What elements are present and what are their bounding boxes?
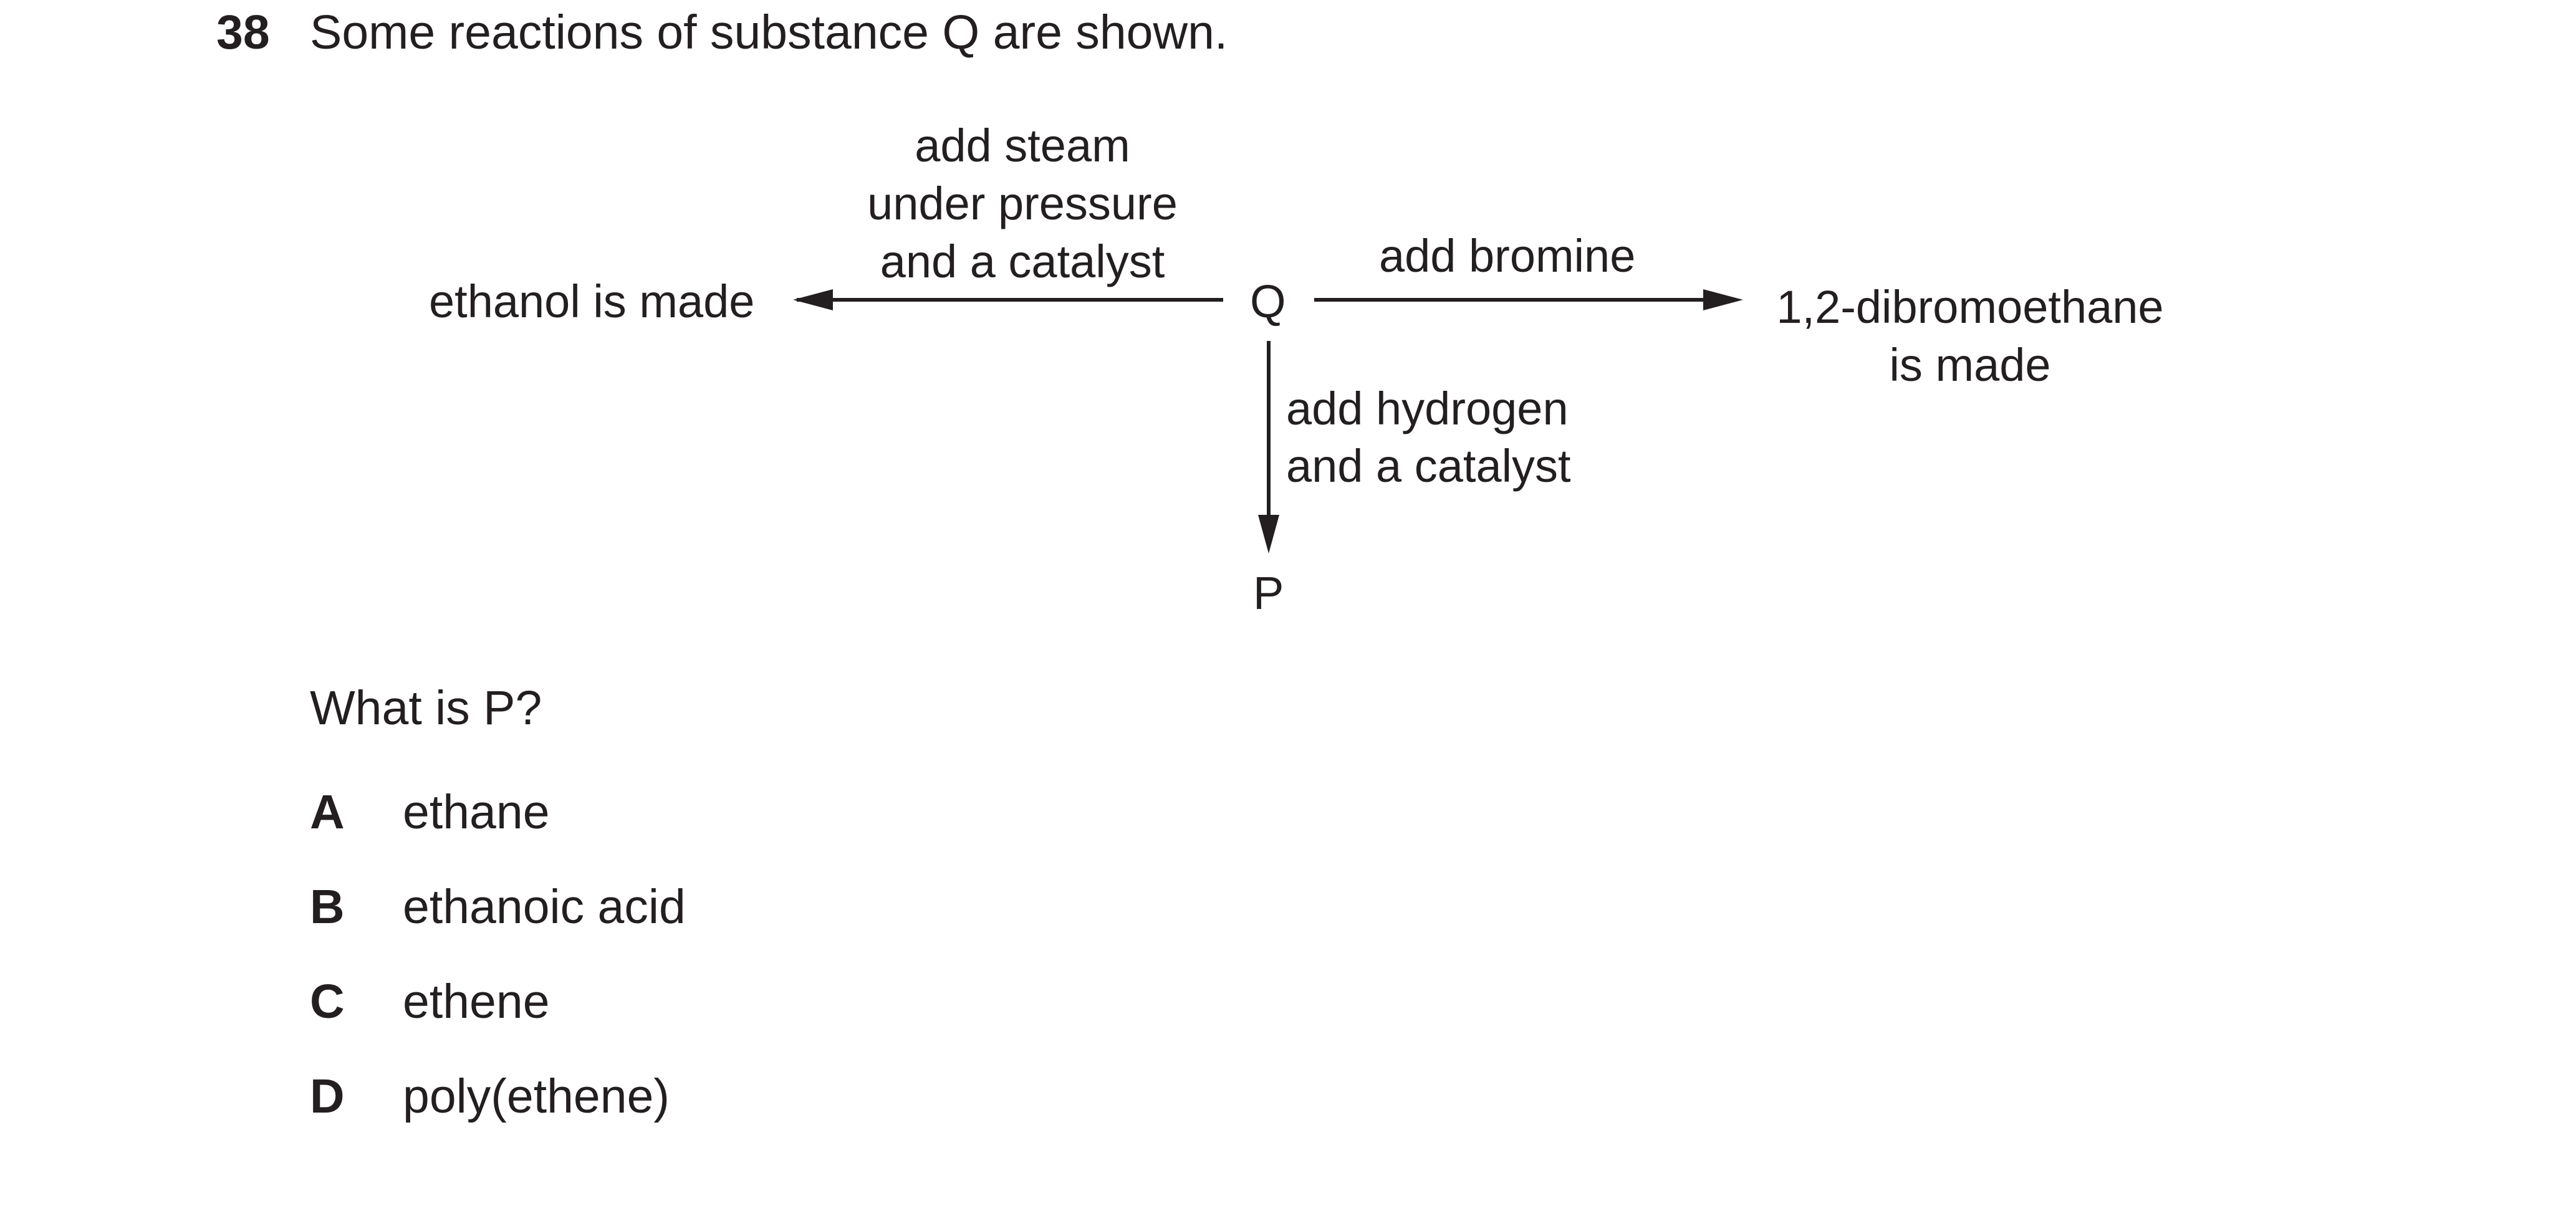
option-b-text: ethanoic acid	[403, 880, 686, 934]
left-condition-line-2: under pressure	[867, 178, 1178, 229]
down-condition-line-2: and a catalyst	[1286, 440, 1571, 492]
left-product: ethanol is made	[429, 275, 755, 327]
center-substance-Q: Q	[1250, 275, 1286, 327]
question-prompt: What is P?	[310, 681, 542, 735]
question-stem: Some reactions of substance Q are shown.	[310, 6, 1228, 59]
down-product-P: P	[1253, 567, 1284, 619]
arrowhead-right	[1703, 289, 1743, 310]
down-condition: add hydrogen and a catalyst	[1286, 380, 1571, 495]
left-condition: add steam under pressure and a catalyst	[835, 117, 1209, 290]
option-d-letter: D	[310, 1070, 345, 1123]
right-condition: add bromine	[1379, 230, 1636, 282]
left-condition-line-3: and a catalyst	[880, 236, 1165, 287]
option-d-text: poly(ethene)	[403, 1070, 670, 1123]
left-condition-line-1: add steam	[915, 120, 1130, 171]
right-product-line-2: is made	[1889, 339, 2051, 391]
arrowhead-down	[1258, 515, 1279, 553]
option-c-text: ethene	[403, 975, 550, 1028]
right-product-line-1: 1,2-dibromoethane	[1776, 281, 2164, 333]
right-product: 1,2-dibromoethane is made	[1746, 278, 2194, 394]
option-b-letter: B	[310, 880, 345, 934]
option-a-text: ethane	[403, 785, 550, 839]
down-condition-line-1: add hydrogen	[1286, 383, 1569, 434]
question-number: 38	[216, 6, 270, 59]
option-a-letter: A	[310, 785, 345, 839]
option-c-letter: C	[310, 975, 345, 1028]
arrowhead-left	[793, 289, 833, 310]
